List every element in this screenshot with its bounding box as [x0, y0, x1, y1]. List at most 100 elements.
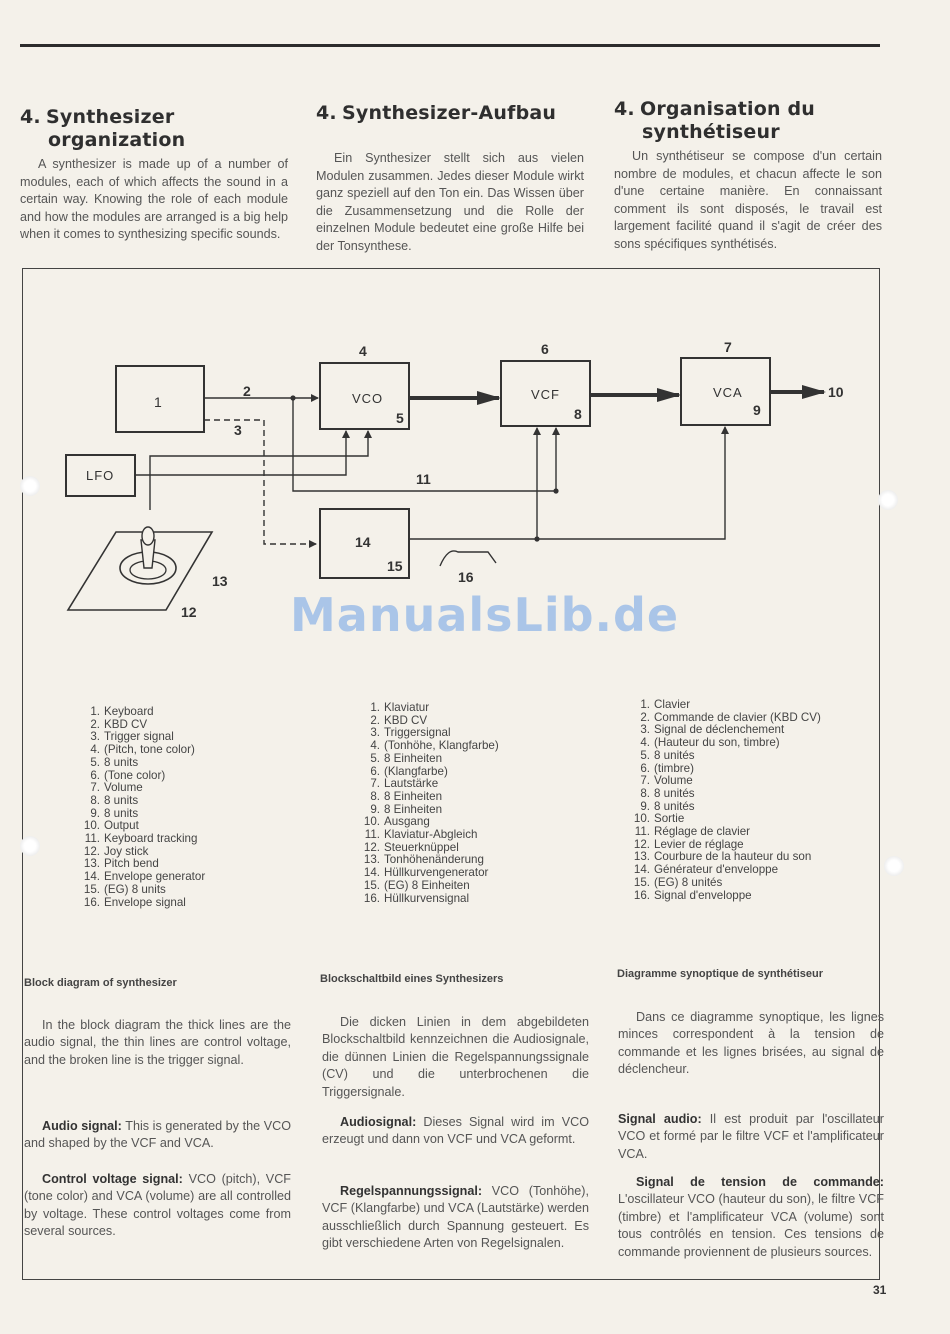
- legend-text: Joy stick: [104, 844, 149, 858]
- legend-item: 14.Hüllkurvengenerator: [362, 866, 499, 880]
- legend-number: 13.: [83, 857, 100, 871]
- legend-text: KBD CV: [104, 717, 148, 731]
- legend-text: Volume: [104, 781, 143, 795]
- legend-text: 8 Einheiten: [384, 789, 443, 803]
- heading-en: 4.Synthesizer organization: [20, 106, 186, 151]
- legend-item: 2.KBD CV: [362, 713, 499, 728]
- legend-item: 4.(Tonhöhe, Klangfarbe): [362, 739, 499, 753]
- legend-number: 9.: [90, 806, 100, 820]
- legend-number: 2.: [90, 717, 100, 731]
- legend-text: (Tone color): [104, 768, 166, 782]
- legend-text: Générateur d'enveloppe: [654, 863, 779, 877]
- label-8: 8: [574, 406, 582, 422]
- legend-item: 15.(EG) 8 Einheiten: [362, 879, 499, 893]
- legend-item: 1. Klaviatur: [362, 701, 499, 715]
- legend-number: 2.: [640, 710, 650, 724]
- legend-item: 12.Joy stick: [82, 844, 205, 859]
- legend-number: 11.: [364, 828, 380, 842]
- label-vca: VCA: [713, 385, 743, 400]
- legend-item: 7.Volume: [82, 781, 205, 795]
- legend-item: 5.8 Einheiten: [362, 751, 499, 766]
- legend-number: 8.: [370, 789, 380, 803]
- label-13: 13: [212, 573, 228, 589]
- legend-text: Volume: [654, 774, 693, 788]
- caption-de: Blockschaltbild eines Synthesizers: [320, 973, 504, 985]
- para-fr-cv: Signal de tension de commande: L'oscilla…: [618, 1175, 884, 1259]
- legend-text: Steuerknüppel: [384, 840, 459, 854]
- legend-number: 14.: [633, 863, 650, 877]
- legend-text: Lautstärke: [384, 777, 439, 791]
- legend-number: 10.: [633, 812, 650, 826]
- legend-text: Sortie: [654, 812, 685, 826]
- legend-number: 9.: [640, 799, 650, 813]
- legend-item: 4. (Pitch, tone color): [82, 743, 205, 757]
- legend-item: 11.Klaviatur-Abgleich: [362, 828, 499, 842]
- legend-item: 8. 8 Einheiten: [362, 789, 499, 804]
- legend-number: 11.: [634, 825, 650, 839]
- legend-text: Courbure de la hauteur du son: [654, 850, 812, 864]
- legend-text: Clavier: [654, 698, 691, 711]
- legend-number: 1.: [370, 701, 380, 714]
- legend-text: Klaviatur: [384, 701, 430, 714]
- envelope-signal-icon: [439, 550, 497, 567]
- legend-item: 10.Output: [82, 819, 205, 833]
- legend-text: Levier de réglage: [654, 837, 744, 851]
- legend-number: 15.: [83, 882, 100, 896]
- legend-text: (Tonhöhe, Klangfarbe): [384, 739, 499, 753]
- legend-text: Commande de clavier (KBD CV): [654, 710, 821, 724]
- label-lfo: LFO: [86, 468, 114, 483]
- intro-fr: Un synthétiseur se compose d'un certain …: [614, 149, 882, 251]
- legend-number: 15.: [633, 875, 650, 889]
- legend-number: 16.: [83, 895, 100, 909]
- para-en-audio: Audio signal: This is generated by the V…: [24, 1119, 291, 1151]
- legend-item: 15.(EG) 8 units: [82, 882, 205, 897]
- legend-item: 8.8 units: [82, 794, 205, 808]
- section-en: 4.Synthesizer organization A synthesizer…: [20, 106, 288, 244]
- legend-text: Pitch bend: [104, 857, 159, 871]
- legend-item: 14. Générateur d'enveloppe: [632, 863, 821, 877]
- legend-number: 16.: [633, 888, 650, 902]
- label-4: 4: [359, 343, 367, 359]
- label-5: 5: [396, 410, 404, 426]
- legend-text: (Pitch, tone color): [104, 743, 195, 757]
- caption-en: Block diagram of synthesizer: [24, 977, 177, 989]
- label-10: 10: [828, 384, 844, 400]
- legend-item: 3.Signal de déclenchement: [632, 724, 821, 737]
- label-3: 3: [234, 422, 242, 438]
- legend-text: 8 unités: [654, 799, 695, 813]
- legend-text: 8 units: [104, 755, 139, 769]
- legend-text: Signal d'enveloppe: [654, 888, 752, 902]
- legend-item: 6.(Klangfarbe): [362, 765, 499, 779]
- block-diagram: 1 VCO VCF VCA LFO 14 2 3 4 5 6 7 8 9 10 …: [65, 339, 844, 620]
- legend-number: 4.: [90, 743, 100, 757]
- legend-number: 2.: [370, 713, 380, 727]
- legend-item: 7.Lautstärke: [362, 777, 499, 791]
- legend-text: Envelope signal: [104, 895, 186, 909]
- legend-number: 5.: [90, 755, 100, 769]
- label-vcf: VCF: [531, 387, 560, 402]
- watermark: ManualsLib.de: [290, 588, 680, 642]
- legend-item: 3.Triggersignal: [362, 727, 499, 740]
- legend-number: 12.: [633, 837, 650, 851]
- legend-text: 8 Einheiten: [384, 751, 443, 765]
- joystick-icon: [66, 526, 214, 611]
- label-vco: VCO: [352, 391, 383, 406]
- legend-number: 9.: [370, 802, 380, 816]
- legend-number: 16.: [363, 891, 380, 905]
- legend-text: Hüllkurvengenerator: [384, 866, 489, 880]
- label-12: 12: [181, 604, 197, 620]
- legend-item: 9.8 Einheiten: [362, 802, 499, 817]
- legend-item: 2. Commande de clavier (KBD CV): [632, 710, 821, 725]
- legend-number: 5.: [640, 748, 650, 762]
- envelope-generator-block: [319, 508, 410, 579]
- legend-number: 8.: [640, 786, 650, 800]
- legend-item: 13. Pitch bend: [82, 858, 205, 871]
- label-eg: 14: [355, 534, 371, 550]
- legend-text: Envelope generator: [104, 870, 206, 884]
- legend-item: 14.Envelope generator: [82, 870, 206, 884]
- legend-item: 11.Keyboard tracking: [82, 832, 205, 846]
- legend-item: 5. 8 units: [82, 755, 205, 770]
- legend-number: 12.: [363, 840, 380, 854]
- legend-text: Réglage de clavier: [654, 825, 751, 839]
